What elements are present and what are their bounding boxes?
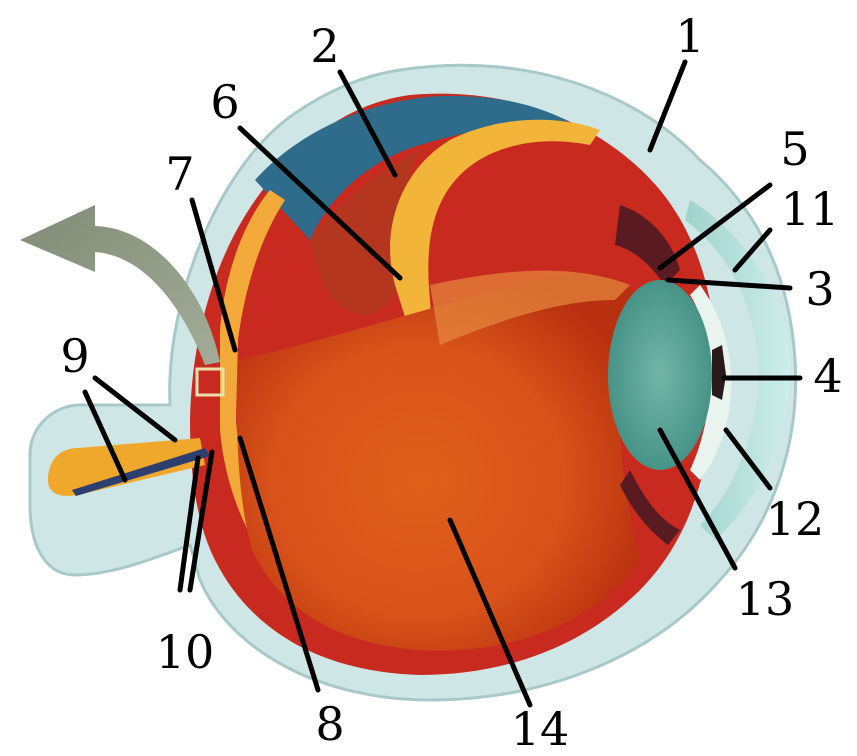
label-3: 3 [805, 262, 834, 316]
label-14: 14 [511, 702, 570, 756]
label-11: 11 [781, 182, 840, 236]
label-1: 1 [675, 9, 704, 63]
label-2: 2 [310, 19, 339, 73]
lens [608, 280, 712, 470]
label-13: 13 [736, 572, 795, 626]
label-5: 5 [780, 122, 809, 176]
label-9: 9 [60, 329, 89, 383]
label-10: 10 [156, 625, 215, 679]
label-6: 6 [210, 75, 239, 129]
label-12: 12 [766, 492, 825, 546]
label-4: 4 [813, 349, 842, 403]
label-7: 7 [165, 147, 194, 201]
label-8: 8 [315, 697, 344, 751]
